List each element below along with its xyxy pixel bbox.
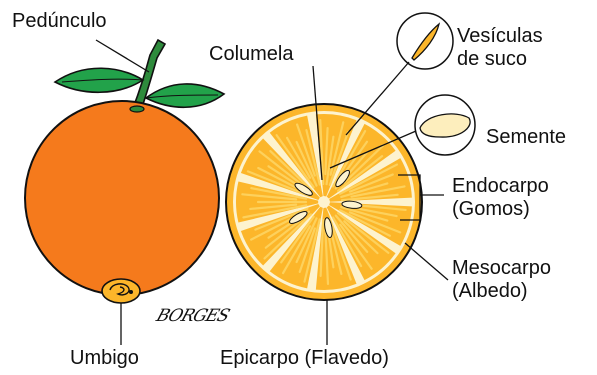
label-mesocarp-line2: (Albedo) bbox=[452, 280, 551, 303]
leader-mesocarp bbox=[405, 243, 448, 280]
seed-callout bbox=[415, 95, 475, 155]
navel-mark bbox=[102, 279, 140, 303]
label-epicarp: Epicarpo (Flavedo) bbox=[220, 347, 389, 370]
whole-orange bbox=[25, 40, 224, 303]
label-mesocarp: Mesocarpo (Albedo) bbox=[452, 257, 551, 303]
label-seed: Semente bbox=[486, 126, 566, 149]
label-vesicles: Vesículas de suco bbox=[457, 25, 543, 71]
leader-peduncle bbox=[96, 40, 149, 72]
label-peduncle: Pedúnculo bbox=[12, 10, 107, 33]
label-endocarp-line1: Endocarpo bbox=[452, 175, 549, 198]
orange-peel bbox=[25, 101, 219, 295]
label-vesicles-line1: Vesículas bbox=[457, 25, 543, 48]
label-columella: Columela bbox=[209, 43, 293, 66]
label-endocarp-line2: (Gomos) bbox=[452, 198, 549, 221]
label-endocarp: Endocarpo (Gomos) bbox=[452, 175, 549, 221]
label-vesicles-line2: de suco bbox=[457, 48, 543, 71]
label-mesocarp-line1: Mesocarpo bbox=[452, 257, 551, 280]
vesicle-callout bbox=[397, 13, 453, 69]
columella-core bbox=[319, 197, 329, 207]
artist-signature: BORGES bbox=[154, 306, 232, 326]
orange-cross-section bbox=[226, 104, 422, 300]
label-navel: Umbigo bbox=[70, 347, 139, 370]
